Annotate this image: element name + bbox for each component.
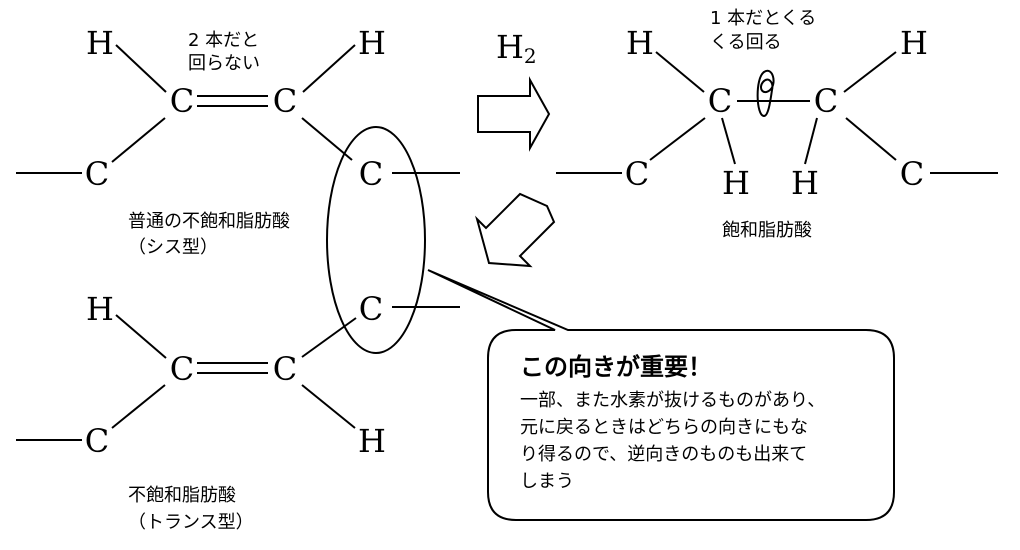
- atom-h: H: [86, 290, 114, 328]
- atom-h: H: [722, 164, 750, 202]
- callout-title: この向きが重要！: [520, 353, 712, 381]
- single-bond-note-line2: くる回る: [710, 32, 782, 53]
- callout-bubble: この向きが重要！ 一部、また水素が抜けるものがあり、 元に戻るときはどちらの向き…: [427, 269, 895, 521]
- atom-h: H: [900, 24, 928, 62]
- trans-label-line2: （トランス型）: [128, 512, 254, 533]
- double-bond-note-line2: 回らない: [188, 53, 260, 74]
- trans-molecule: H C C C C H 不飽和脂肪酸 （トランス型）: [16, 290, 460, 533]
- atom-c: C: [359, 290, 383, 328]
- double-bond-note-line1: 2 本だと: [188, 30, 259, 51]
- callout-text-line2: 元に戻るときはどちらの向きにもな: [520, 417, 808, 438]
- atom-c: C: [359, 155, 383, 193]
- cis-label-line2: （シス型）: [128, 237, 218, 258]
- atom-h: H: [358, 24, 386, 62]
- atom-c: C: [85, 422, 109, 460]
- atom-c: C: [625, 155, 649, 193]
- orientation-highlight-ellipse: [326, 126, 426, 354]
- callout-text-line1: 一部、また水素が抜けるものがあり、: [520, 390, 825, 411]
- atom-c: C: [708, 82, 732, 120]
- bond: [845, 117, 897, 161]
- trans-label-line1: 不飽和脂肪酸: [128, 485, 236, 506]
- callout-text-line4: しまう: [520, 471, 574, 492]
- atom-c: C: [170, 350, 194, 388]
- saturated-molecule: H H C C C C H H 1 本だとくる くる回る 飽和脂肪酸: [556, 8, 998, 241]
- single-bond-note-line1: 1 本だとくる: [710, 8, 816, 29]
- hydrogenation-step: H2: [477, 28, 551, 152]
- cis-label-line1: 普通の不飽和脂肪酸: [128, 211, 290, 232]
- bond: [649, 117, 706, 161]
- cis-molecule: H H C C C C 2 本だと 回らない 普通の不飽和脂肪酸 （シス型）: [16, 24, 460, 258]
- bond: [301, 317, 357, 358]
- bond: [115, 314, 167, 359]
- callout-shape: [427, 269, 895, 521]
- bond: [115, 44, 167, 93]
- bond: [111, 384, 166, 429]
- bond: [302, 44, 356, 93]
- atom-h: H: [626, 24, 654, 62]
- saturated-label: 飽和脂肪酸: [722, 220, 812, 241]
- atom-c: C: [273, 82, 297, 120]
- atom-h: H: [791, 164, 819, 202]
- atom-c: C: [900, 155, 924, 193]
- bond: [804, 117, 818, 165]
- atom-h: H: [358, 422, 386, 460]
- bond: [721, 117, 736, 165]
- down-left-block-arrow: [475, 192, 556, 268]
- atom-c: C: [814, 82, 838, 120]
- atom-h: H: [86, 24, 114, 62]
- bond: [843, 51, 897, 93]
- atom-c: C: [273, 350, 297, 388]
- bond: [111, 117, 166, 163]
- right-block-arrow: [477, 76, 551, 152]
- h2-label: H2: [496, 28, 537, 68]
- callout-text-line3: り得るので、逆向きのものも出来て: [520, 444, 807, 465]
- atom-c: C: [170, 82, 194, 120]
- bond: [655, 51, 705, 93]
- bond: [301, 384, 356, 429]
- atom-c: C: [85, 155, 109, 193]
- rotation-spiral-icon: [756, 69, 775, 118]
